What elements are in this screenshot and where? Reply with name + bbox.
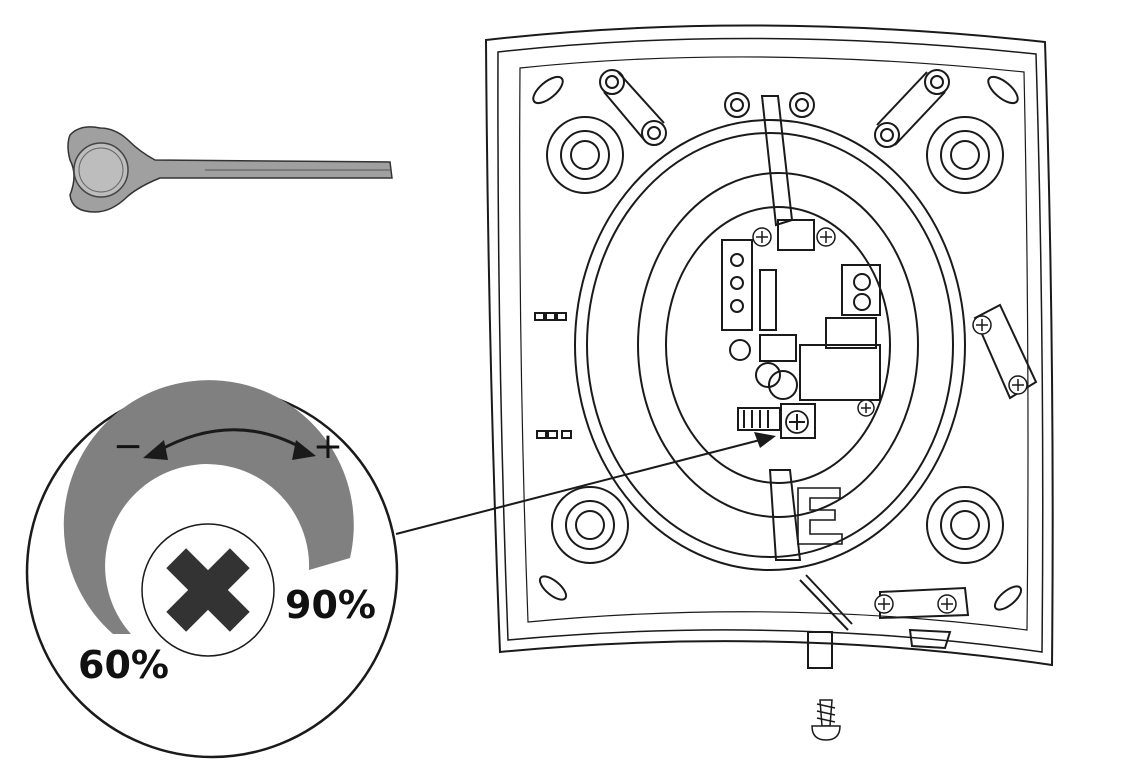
screwdriver-key-icon xyxy=(67,126,393,213)
corner-boss-tr xyxy=(926,116,1004,194)
corner-boss-br xyxy=(926,486,1004,564)
increase-sign: + xyxy=(313,426,343,467)
max-humidity-label: 90% xyxy=(285,583,376,627)
humidity-dial-magnifier: − + 60% 90% xyxy=(25,380,399,759)
cross-mark-icon xyxy=(166,548,250,632)
min-humidity-label: 60% xyxy=(78,643,169,687)
humidity-adjustment-screw-icon[interactable] xyxy=(785,410,809,434)
humidity-range-band xyxy=(63,380,354,634)
terminal-screws xyxy=(752,227,1028,614)
fan-housing xyxy=(484,24,1054,669)
decrease-sign: − xyxy=(113,426,143,467)
corner-boss-tl xyxy=(546,116,624,194)
pointer-arrow xyxy=(395,432,776,535)
adjust-direction-arrow xyxy=(143,428,316,460)
corner-boss-bl xyxy=(551,486,629,564)
mounting-screw-icon xyxy=(811,699,841,741)
